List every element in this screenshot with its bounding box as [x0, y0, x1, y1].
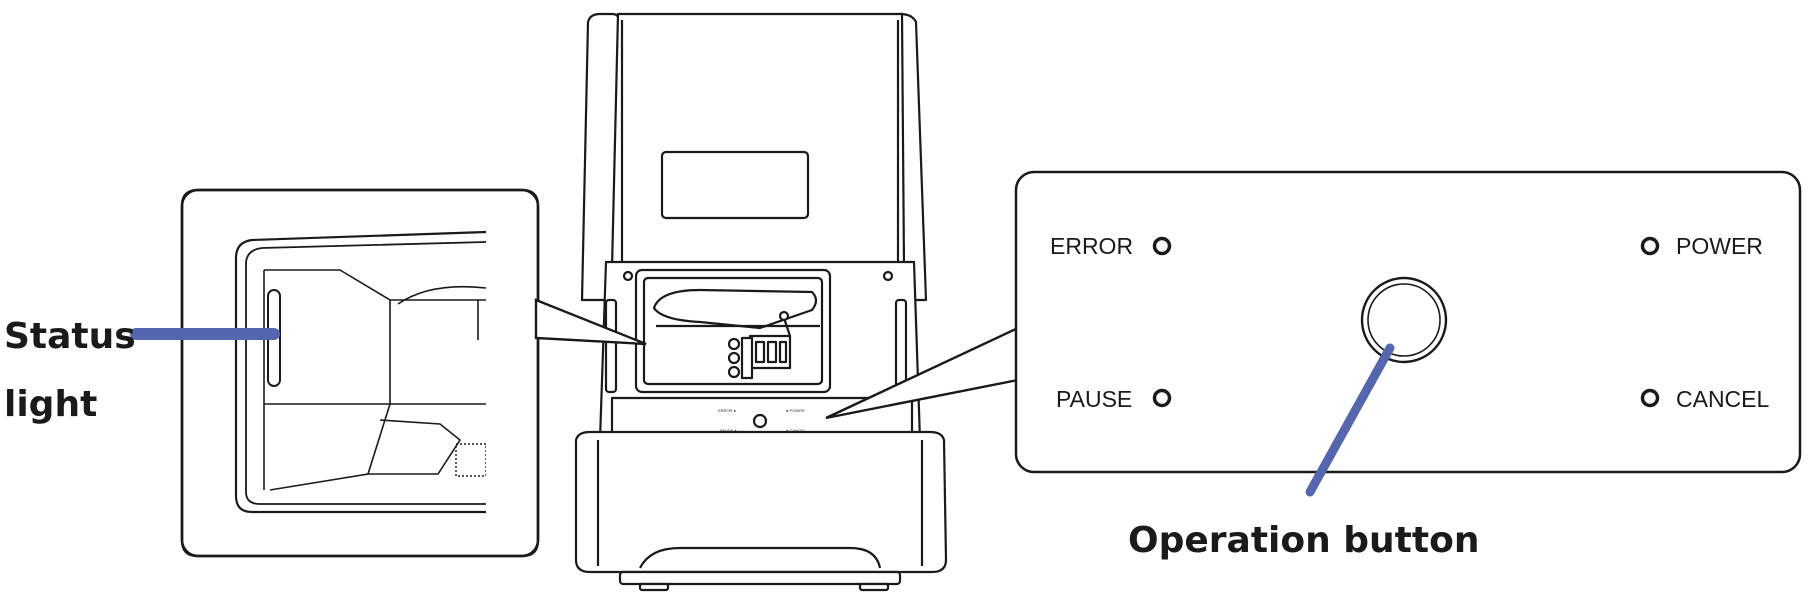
- error-led: [1152, 236, 1172, 256]
- power-label: POWER: [1676, 233, 1763, 259]
- pause-label: PAUSE: [1056, 386, 1132, 412]
- svg-text:● POWER: ● POWER: [786, 408, 805, 413]
- status-light-callout-line1: Status: [4, 316, 136, 357]
- status-light-callout-line2: light: [4, 384, 97, 425]
- status-zoom-wedge: [534, 298, 647, 346]
- svg-text:● CANCEL: ● CANCEL: [786, 428, 807, 433]
- operation-button-callout: Operation button: [1128, 520, 1479, 561]
- pause-led: [1152, 388, 1172, 408]
- svg-text:PAUSE ●: PAUSE ●: [720, 428, 737, 433]
- operation-button-ring: [1367, 283, 1441, 357]
- error-label: ERROR: [1050, 233, 1133, 259]
- status-light-zoom: [180, 188, 647, 558]
- svg-text:ERROR ●: ERROR ●: [718, 408, 737, 413]
- operation-button[interactable]: [1360, 276, 1448, 364]
- cancel-label: CANCEL: [1676, 386, 1770, 412]
- cancel-led: [1640, 388, 1660, 408]
- milling-machine: ERROR ● PAUSE ● ● POWER ● CANCEL: [574, 12, 948, 592]
- operation-button-pointer: [1305, 343, 1395, 497]
- control-panel-zoom: ERROR PAUSE POWER CANCEL: [1014, 170, 1802, 474]
- power-led: [1640, 236, 1660, 256]
